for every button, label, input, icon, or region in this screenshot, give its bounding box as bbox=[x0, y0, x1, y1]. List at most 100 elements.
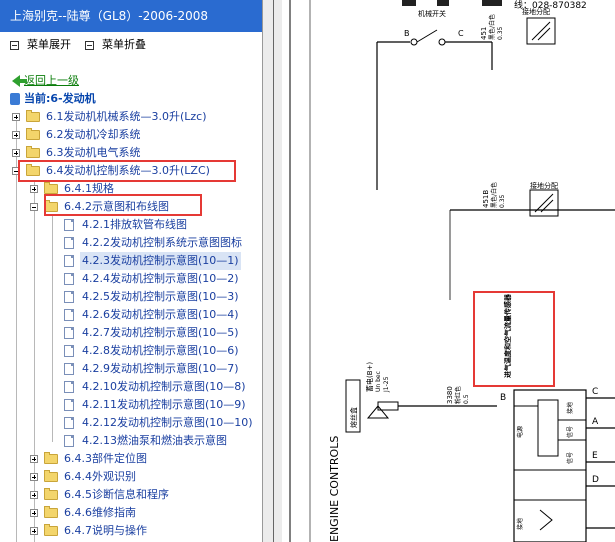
expand-toggle[interactable] bbox=[30, 185, 38, 193]
power-code-label: J1-25 bbox=[383, 376, 390, 393]
tree-node-6-2[interactable]: 6.2发动机冷却系统 bbox=[0, 126, 262, 144]
tree-node-6-3[interactable]: 6.3发动机电气系统 bbox=[0, 144, 262, 162]
tree-doc-4-2-4[interactable]: 4.2.4发动机控制示意图(10—2) bbox=[0, 270, 262, 288]
pane-splitter[interactable] bbox=[262, 0, 282, 542]
pin-b-label: B bbox=[500, 393, 506, 403]
tree-doc-4-2-10[interactable]: 4.2.10发动机控制示意图(10—8) bbox=[0, 378, 262, 396]
power-sub-label: Un bec bbox=[375, 371, 382, 392]
sensor-box-3-label: 信号 bbox=[566, 426, 574, 438]
expand-toggle[interactable] bbox=[30, 509, 38, 517]
document-icon bbox=[64, 399, 74, 411]
tree-node-6-4-1[interactable]: 6.4.1规格 bbox=[0, 180, 262, 198]
document-icon bbox=[64, 345, 74, 357]
highlight-annotation bbox=[473, 291, 555, 387]
pin-a-label: A bbox=[592, 417, 599, 427]
tree-node-label: 6.4.1规格 bbox=[64, 182, 114, 195]
tree-node-label: 6.4.3部件定位图 bbox=[64, 452, 147, 465]
tree-guide-line bbox=[52, 216, 53, 442]
tree-doc-4-2-2[interactable]: 4.2.2发动机控制系统示意图图标 bbox=[0, 234, 262, 252]
sensor-box-5-label: 接地 bbox=[516, 518, 524, 530]
document-icon bbox=[64, 219, 74, 231]
expand-menu-button[interactable]: 菜单展开 bbox=[10, 36, 71, 52]
document-icon bbox=[64, 309, 74, 321]
ground-ref-mid-label: 接地分配 bbox=[530, 181, 558, 190]
wire-451b-gauge: 0.35 bbox=[499, 194, 506, 208]
current-location-label: 当前:6-发动机 bbox=[24, 92, 96, 105]
tree-doc-label: 4.2.10发动机控制示意图(10—8) bbox=[82, 380, 246, 393]
sensor-label: 进气温度和空气流量传感器 bbox=[503, 293, 512, 378]
folder-icon bbox=[44, 506, 58, 518]
pin-b-top-label: B bbox=[404, 29, 410, 38]
collapse-icon bbox=[85, 40, 94, 50]
expand-icon bbox=[10, 40, 19, 50]
tree-node-6-4-4[interactable]: 6.4.4外观识别 bbox=[0, 468, 262, 486]
tree-doc-label: 4.2.9发动机控制示意图(10—7) bbox=[82, 362, 239, 375]
tree-guide-line bbox=[16, 118, 17, 542]
collapse-menu-button[interactable]: 菜单折叠 bbox=[85, 36, 146, 52]
folder-icon bbox=[44, 182, 58, 194]
tree-doc-4-2-11[interactable]: 4.2.11发动机控制示意图(10—9) bbox=[0, 396, 262, 414]
document-icon bbox=[64, 381, 74, 393]
tree-doc-4-2-6[interactable]: 4.2.6发动机控制示意图(10—4) bbox=[0, 306, 262, 324]
sensor-box-4-label: 信号 bbox=[566, 452, 574, 464]
tree-node-label: 6.4.4外观识别 bbox=[64, 470, 136, 483]
pin-d-label: D bbox=[592, 475, 599, 485]
folder-icon bbox=[44, 470, 58, 482]
tree-node-label: 6.4.2示意图和布线图 bbox=[64, 200, 169, 213]
sensor-box-1-label: 电源 bbox=[516, 426, 524, 438]
wire-451-top-color: 黑色/白色 bbox=[488, 14, 496, 40]
collapse-toggle[interactable] bbox=[30, 203, 38, 211]
tree-node-6-4-6[interactable]: 6.4.6维修指南 bbox=[0, 504, 262, 522]
expand-toggle[interactable] bbox=[30, 455, 38, 463]
tree-doc-label: 4.2.11发动机控制示意图(10—9) bbox=[82, 398, 246, 411]
tree-doc-4-2-1[interactable]: 4.2.1排放软管布线图 bbox=[0, 216, 262, 234]
tree-doc-4-2-3[interactable]: 4.2.3发动机控制示意图(10—1) bbox=[0, 252, 262, 270]
tree-doc-4-2-7[interactable]: 4.2.7发动机控制示意图(10—5) bbox=[0, 324, 262, 342]
wire-451-top: 451 bbox=[480, 27, 488, 40]
sensor-box-2-label: 接地 bbox=[566, 402, 574, 414]
tree-node-6-1[interactable]: 6.1发动机机械系统—3.0升(Lzc) bbox=[0, 108, 262, 126]
back-link-label[interactable]: 返回上一级 bbox=[24, 74, 79, 87]
wire-3380: 3380 bbox=[446, 386, 454, 404]
tree-node-label: 6.4.5诊断信息和程序 bbox=[64, 488, 169, 501]
wiring-diagram: 线：028-870382 B C 机械开关 451 黑色/白色 0.35 接地分… bbox=[282, 0, 615, 542]
folder-icon bbox=[44, 488, 58, 500]
tree-node-6-4-3[interactable]: 6.4.3部件定位图 bbox=[0, 450, 262, 468]
wire-451b-color: 黑色/白色 bbox=[490, 182, 498, 208]
tree-doc-label: 4.2.13燃油泵和燃油表示意图 bbox=[82, 434, 227, 447]
tree-node-6-4-5[interactable]: 6.4.5诊断信息和程序 bbox=[0, 486, 262, 504]
expand-toggle[interactable] bbox=[12, 131, 20, 139]
expand-toggle[interactable] bbox=[30, 491, 38, 499]
tree-node-6-4-7[interactable]: 6.4.7说明与操作 bbox=[0, 522, 262, 540]
document-icon bbox=[64, 237, 74, 249]
folder-icon bbox=[26, 110, 40, 122]
tree-doc-label: 4.2.7发动机控制示意图(10—5) bbox=[82, 326, 239, 339]
tree-node-6-4-2[interactable]: 6.4.2示意图和布线图 bbox=[0, 198, 262, 216]
tree-doc-4-2-13[interactable]: 4.2.13燃油泵和燃油表示意图 bbox=[0, 432, 262, 450]
tree-doc-4-2-5[interactable]: 4.2.5发动机控制示意图(10—3) bbox=[0, 288, 262, 306]
tree-doc-4-2-12[interactable]: 4.2.12发动机控制示意图(10—10) bbox=[0, 414, 262, 432]
tree-doc-4-2-9[interactable]: 4.2.9发动机控制示意图(10—7) bbox=[0, 360, 262, 378]
wire-3380-color: 粉红色 bbox=[454, 386, 462, 404]
pin-c-top-label: C bbox=[458, 29, 464, 38]
diagram-header-text: 线：028-870382 bbox=[514, 0, 587, 11]
tree-doc-4-2-8[interactable]: 4.2.8发动机控制示意图(10—6) bbox=[0, 342, 262, 360]
tree-node-label: 6.4.7说明与操作 bbox=[64, 524, 147, 537]
tree-node-label: 6.4发动机控制系统—3.0升(LZC) bbox=[46, 164, 210, 177]
expand-toggle[interactable] bbox=[12, 149, 20, 157]
expand-toggle[interactable] bbox=[30, 473, 38, 481]
expand-toggle[interactable] bbox=[12, 113, 20, 121]
tree-doc-label-selected: 4.2.3发动机控制示意图(10—1) bbox=[80, 252, 241, 270]
tree-node-6-4[interactable]: 6.4发动机控制系统—3.0升(LZC) bbox=[0, 162, 262, 180]
pin-e-label: E bbox=[592, 451, 598, 461]
back-link[interactable]: 返回上一级 bbox=[12, 72, 79, 88]
wire-451b: 451B bbox=[482, 190, 490, 208]
highlight-annotation bbox=[44, 194, 202, 216]
pin-c-label: C bbox=[592, 387, 598, 397]
folder-icon bbox=[26, 146, 40, 158]
tree-doc-label: 4.2.2发动机控制系统示意图图标 bbox=[82, 236, 242, 249]
window-title: 上海别克--陆尊（GL8）-2006-2008 bbox=[0, 0, 262, 32]
folder-icon bbox=[26, 128, 40, 140]
splitter-grip bbox=[273, 0, 274, 542]
expand-toggle[interactable] bbox=[30, 527, 38, 535]
